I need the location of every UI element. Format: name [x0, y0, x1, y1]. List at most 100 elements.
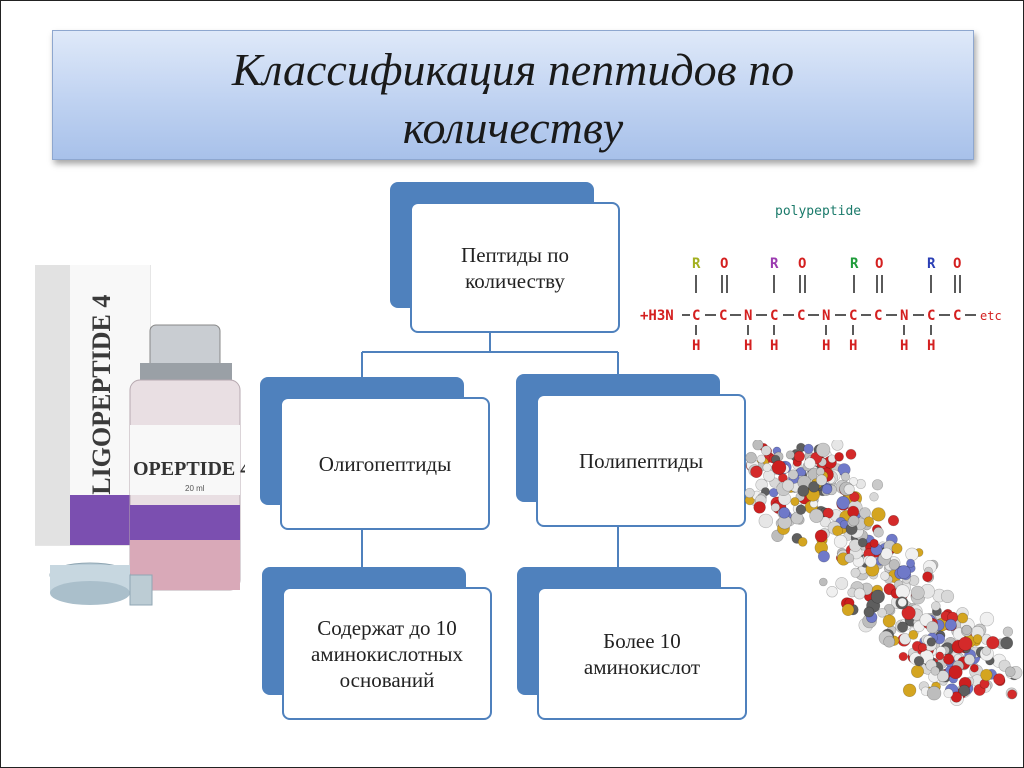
protein-atom [793, 450, 805, 462]
protein-atom [762, 462, 772, 472]
vial-label: OPEPTIDE 4 [133, 458, 245, 480]
protein-atom [880, 571, 890, 581]
protein-atom [835, 577, 849, 590]
protein-atom [845, 448, 857, 460]
svg-text:O: O [953, 256, 961, 272]
protein-atom [882, 614, 896, 628]
protein-atom [790, 497, 800, 507]
protein-atom [869, 492, 879, 502]
protein-atom [950, 691, 962, 703]
protein-atom [745, 487, 755, 499]
protein-atom [809, 508, 824, 523]
protein-atom [944, 618, 957, 631]
protein-atom [887, 514, 900, 527]
svg-text:O: O [798, 256, 806, 272]
protein-atom [957, 612, 969, 624]
slide-title-line-2: количеству [402, 102, 624, 153]
svg-text:C: C [719, 308, 727, 324]
protein-atom [918, 642, 928, 652]
protein-atom [913, 656, 925, 667]
protein-atom [865, 555, 877, 568]
protein-atom [758, 513, 773, 529]
protein-atom [910, 585, 925, 600]
protein-atom [897, 621, 909, 633]
protein-atom [816, 467, 825, 476]
protein-atom [926, 621, 939, 634]
protein-atom [905, 547, 919, 562]
svg-text:R: R [927, 256, 936, 272]
protein-atom [785, 450, 795, 460]
svg-text:C: C [692, 308, 700, 324]
poly-desc-line-1: Более 10 [603, 628, 681, 653]
protein-atom [819, 516, 831, 528]
protein-atom [871, 479, 884, 491]
protein-atom [770, 502, 780, 512]
protein-atom [804, 457, 816, 470]
svg-text:H: H [692, 338, 700, 354]
svg-text:C: C [953, 308, 961, 324]
protein-atom [891, 543, 903, 555]
oligo-desc-line-3: оснований [339, 667, 435, 692]
protein-atom [863, 516, 875, 527]
protein-atom [843, 483, 855, 495]
protein-atom [943, 688, 954, 699]
protein-atom [848, 515, 860, 527]
protein-atom [1002, 626, 1014, 637]
protein-atom [815, 474, 828, 486]
protein-atom [841, 603, 855, 617]
protein-atom [979, 611, 995, 627]
oligo-desc-line-2: аминокислотных [310, 641, 464, 666]
protein-atom [817, 550, 830, 563]
protein-atom [880, 547, 893, 560]
protein-atom [778, 507, 791, 519]
protein-atom [857, 537, 868, 548]
protein-atom [1000, 636, 1014, 650]
protein-atom [926, 637, 937, 647]
node-root-line-2: количеству [465, 268, 565, 293]
protein-atom [963, 654, 976, 666]
protein-molecule-image [745, 440, 1023, 706]
protein-atom [958, 684, 971, 697]
svg-text:H: H [900, 338, 908, 354]
protein-atom [899, 633, 911, 645]
protein-atom [797, 537, 808, 547]
protein-atom [833, 534, 848, 549]
protein-atom [873, 527, 884, 538]
protein-atom [926, 686, 942, 701]
protein-atom [821, 483, 833, 495]
protein-atom [831, 440, 844, 451]
protein-atom [795, 504, 807, 515]
protein-atom [782, 479, 795, 492]
protein-atom [1004, 666, 1016, 677]
svg-text:R: R [770, 256, 779, 272]
protein-atom [877, 608, 887, 618]
svg-text:H: H [822, 338, 830, 354]
protein-atom [814, 529, 828, 543]
protein-atom [863, 606, 875, 618]
protein-atom [895, 584, 910, 599]
protein-atom [859, 507, 871, 519]
svg-text:O: O [720, 256, 728, 272]
oligo-desc-line-1: Содержат до 10 [317, 615, 457, 640]
node-poly-label: Полипептиды [578, 448, 704, 473]
protein-atom [840, 472, 851, 482]
protein-atom [931, 601, 941, 611]
svg-text:C: C [874, 308, 882, 324]
protein-atom [930, 666, 940, 676]
protein-atom [943, 653, 955, 665]
protein-atom [756, 454, 766, 464]
svg-text:C: C [770, 308, 778, 324]
amino-terminus: +H3N [640, 308, 674, 324]
protein-atom [797, 484, 810, 497]
protein-atom [869, 538, 879, 548]
protein-atom [834, 451, 844, 462]
chain-continuation: etc [980, 309, 1002, 323]
protein-atom [922, 571, 933, 582]
protein-atom [958, 636, 973, 651]
protein-atom [883, 635, 896, 648]
svg-text:C: C [849, 308, 857, 324]
protein-atom [819, 577, 828, 587]
protein-atom [896, 565, 911, 579]
protein-atom [803, 443, 814, 454]
svg-text:N: N [744, 308, 752, 324]
